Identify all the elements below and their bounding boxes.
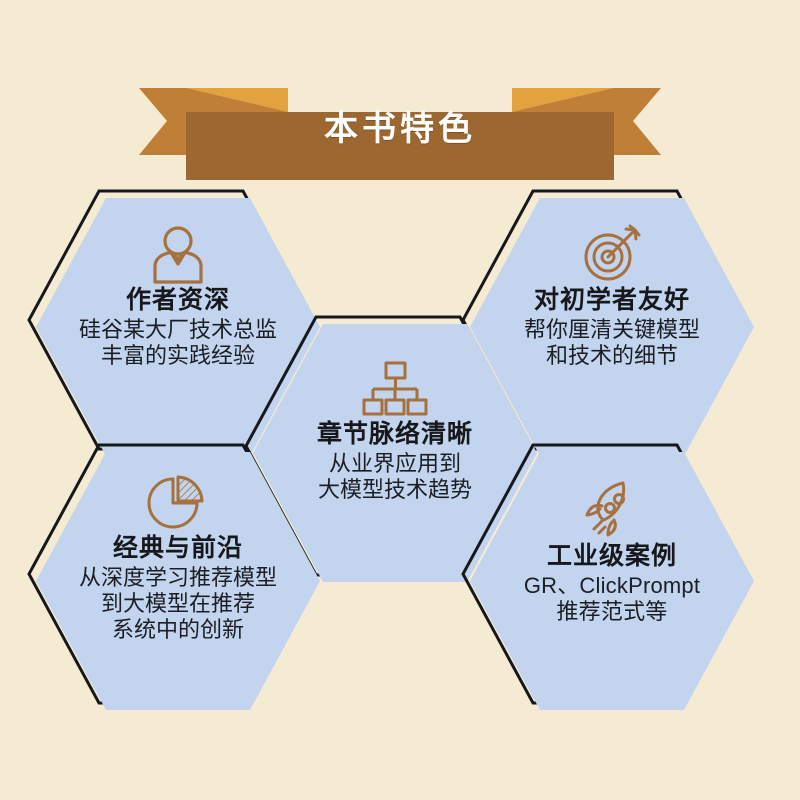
feature-title: 经典与前沿 — [112, 534, 243, 562]
ribbon-banner: 本书特色 — [0, 0, 800, 200]
feature-description: 从业界应用到 大模型技术趋势 — [317, 451, 472, 502]
hex-fill — [470, 198, 754, 456]
feature-title: 对初学者友好 — [533, 286, 690, 314]
feature-title: 工业级案例 — [546, 542, 677, 570]
hex-fill — [36, 198, 320, 456]
rocket-icon — [581, 478, 643, 540]
ribbon-banner-icon — [139, 88, 661, 180]
person-icon — [147, 224, 209, 284]
feature-description: GR、ClickPrompt 推荐范式等 — [523, 573, 701, 624]
ribbon-right-fold — [512, 88, 614, 112]
target-arrow-icon — [580, 224, 644, 284]
hex-fill — [470, 452, 754, 710]
feature-title: 作者资深 — [125, 286, 230, 314]
feature-description: 从深度学习推荐模型 到大模型在推荐 系统中的创新 — [78, 565, 277, 642]
ribbon-right-tail — [512, 88, 661, 155]
hex-fill — [36, 452, 320, 710]
ribbon-left-tail — [139, 88, 288, 155]
feature-description: 帮你厘清关键模型 和技术的细节 — [523, 317, 700, 368]
feature-card-beginner[interactable]: 对初学者友好 帮你厘清关键模型 和技术的细节 — [461, 189, 756, 458]
feature-card-industry[interactable]: 工业级案例 GR、ClickPrompt 推荐范式等 — [461, 443, 756, 712]
feature-card-classic[interactable]: 经典与前沿 从深度学习推荐模型 到大模型在推荐 系统中的创新 — [27, 443, 322, 712]
org-chart-icon — [360, 360, 430, 418]
feature-description: 硅谷某大厂技术总监 丰富的实践经验 — [78, 317, 277, 368]
feature-card-author[interactable]: 作者资深 硅谷某大厂技术总监 丰富的实践经验 — [27, 189, 322, 458]
pie-chart-icon — [147, 474, 209, 532]
hex-fill — [253, 324, 537, 582]
feature-title: 章节脉络清晰 — [316, 420, 473, 448]
feature-card-structure[interactable]: 章节脉络清晰 从业界应用到 大模型技术趋势 — [244, 315, 539, 584]
ribbon-left-fold — [186, 88, 288, 112]
page-title: 本书特色 — [324, 110, 476, 148]
ribbon-center-band — [186, 112, 614, 180]
